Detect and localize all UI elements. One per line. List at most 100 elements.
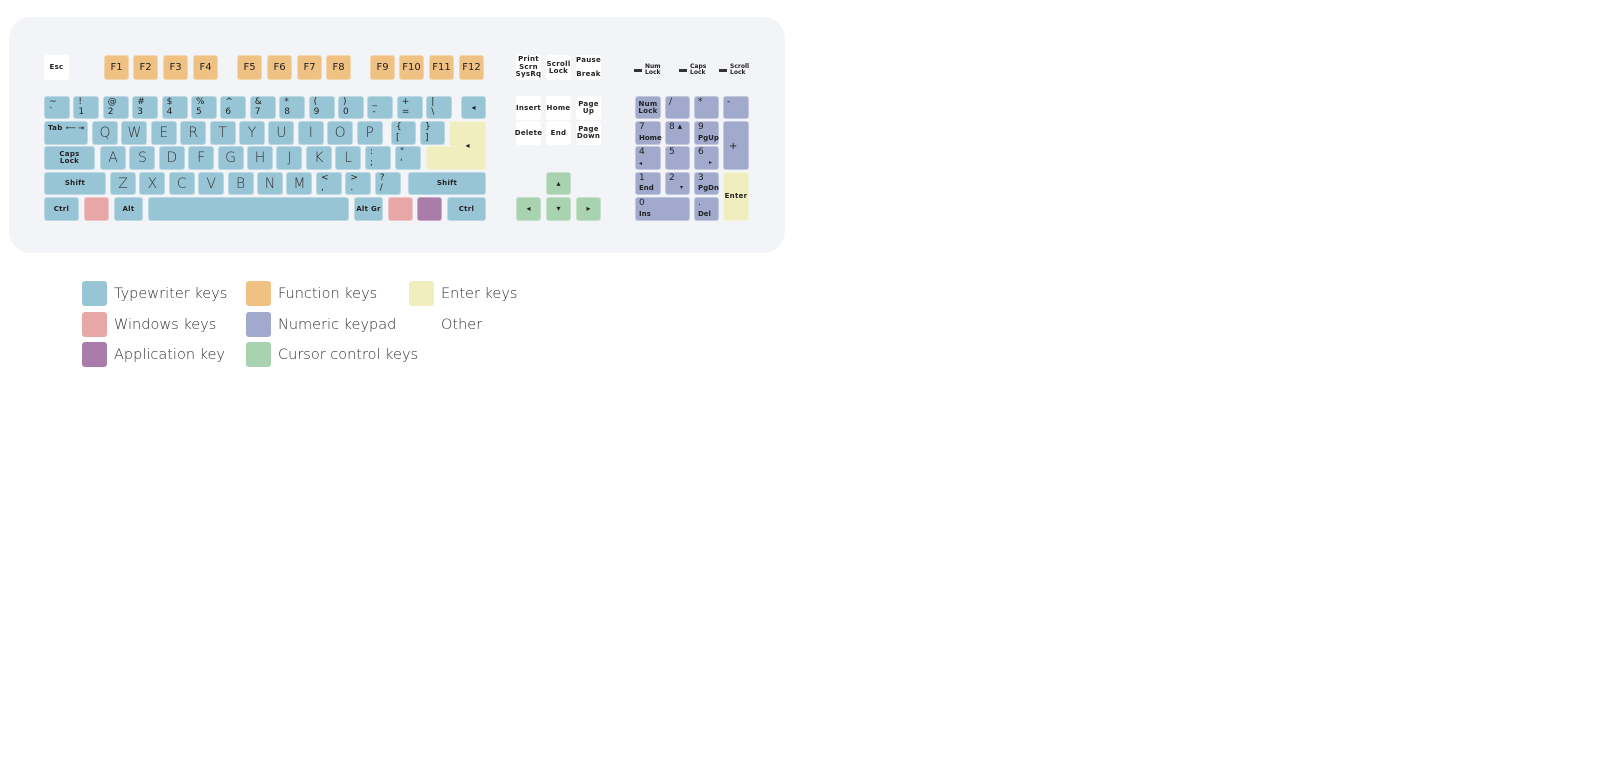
tab-label: Tab bbox=[48, 124, 63, 132]
print-screen-key: Print Scrn SysRq bbox=[516, 55, 541, 80]
numpad-key-top-label: 8 ▴ bbox=[669, 122, 683, 132]
pause-key: Pause Break bbox=[576, 55, 601, 80]
letter-key: W bbox=[121, 121, 148, 145]
punct-key-bottom-label: , bbox=[321, 183, 324, 193]
enter-key-label: ◂ bbox=[465, 140, 470, 150]
numpad-divide-key-label: / bbox=[669, 97, 673, 107]
numpad-decimal-key-bottom-label: Del bbox=[698, 210, 711, 218]
letter-key: Z bbox=[110, 172, 136, 195]
letter-key: Y bbox=[239, 121, 265, 145]
legend-item: Windows keys bbox=[82, 312, 216, 337]
letter-key: J bbox=[276, 146, 303, 170]
letter-key: D bbox=[158, 146, 185, 170]
num-lock-key-label: Num Lock bbox=[638, 99, 658, 115]
number-row-key-top-label: * bbox=[284, 97, 289, 107]
legend-label: Application key bbox=[114, 346, 226, 363]
number-row-key-bottom-label: 2 bbox=[107, 107, 114, 117]
legend-item: Typewriter keys bbox=[82, 281, 227, 306]
numpad-key-top-label: 9 bbox=[698, 122, 704, 132]
number-row-key-bottom-label: ` bbox=[49, 107, 54, 117]
function-key-f9: F9 bbox=[370, 55, 395, 80]
delete-key: Delete bbox=[514, 121, 543, 145]
alt-gr-key: Alt Gr bbox=[354, 197, 383, 221]
letter-key: O bbox=[327, 121, 354, 145]
legend-label: Cursor control keys bbox=[278, 346, 419, 363]
letter-key: I bbox=[297, 121, 324, 145]
number-row-key-top-label: & bbox=[254, 97, 262, 107]
legend-swatch bbox=[82, 281, 107, 306]
letter-key-label: R bbox=[188, 125, 199, 141]
number-row-key-top-label: _ bbox=[372, 97, 377, 107]
letter-key: L bbox=[335, 146, 362, 170]
end-key: End bbox=[546, 121, 571, 145]
function-key-f10-label: F10 bbox=[402, 61, 421, 73]
function-key-f1-label: F1 bbox=[110, 61, 123, 73]
page-down-key-label: Page Down bbox=[576, 125, 601, 140]
function-key-f5: F5 bbox=[237, 55, 262, 80]
punct-key-top-label: < bbox=[321, 173, 329, 183]
left-alt-key-label: Alt bbox=[122, 204, 135, 213]
numpad-key-top-label: 4 bbox=[639, 147, 645, 157]
letter-key: M bbox=[286, 172, 313, 195]
bracket-key-top-label: } bbox=[425, 122, 431, 132]
numpad-key-top-label: 2 bbox=[669, 173, 675, 183]
left-ctrl-key: Ctrl bbox=[44, 197, 79, 221]
numpad-key-top-label: 3 bbox=[698, 173, 704, 183]
numpad-key: 6▸ bbox=[694, 146, 719, 170]
letter-key-label: D bbox=[166, 150, 178, 166]
arrow-down-key: ▾ bbox=[546, 197, 571, 221]
scroll-lock-key-label: Scroll Lock bbox=[546, 59, 571, 75]
bracket-key: {[ bbox=[391, 121, 416, 145]
letter-key: Q bbox=[92, 121, 118, 145]
letter-key-label: F bbox=[197, 150, 206, 166]
numpad-decimal-key: .Del bbox=[694, 197, 719, 221]
punct-key-top-label: : bbox=[370, 147, 374, 157]
number-row-key: += bbox=[396, 96, 423, 119]
number-row-key: ^6 bbox=[220, 96, 247, 119]
letter-key: V bbox=[198, 172, 225, 195]
letter-key: H bbox=[247, 146, 273, 170]
bracket-key-top-label: { bbox=[396, 122, 402, 132]
number-row-key-bottom-label: - bbox=[372, 107, 376, 117]
bracket-key: }] bbox=[420, 121, 445, 145]
letter-key-label: K bbox=[314, 150, 324, 166]
number-row-key-bottom-label: 3 bbox=[137, 107, 143, 117]
page-down-key: Page Down bbox=[576, 121, 601, 145]
letter-key-label: L bbox=[344, 150, 353, 166]
arrow-left-key: ◂ bbox=[516, 197, 541, 221]
letter-key: X bbox=[139, 172, 166, 195]
punct-key-top-label: > bbox=[350, 173, 358, 183]
numpad-minus-key: - bbox=[723, 96, 749, 119]
caps-lock-key: Caps Lock bbox=[44, 146, 95, 170]
function-key-f11: F11 bbox=[429, 55, 454, 80]
number-row-key: )0 bbox=[338, 96, 364, 119]
numpad-key-top-label: 1 bbox=[639, 173, 645, 183]
delete-key-label: Delete bbox=[514, 128, 543, 137]
led-light-icon bbox=[634, 68, 642, 72]
tab-arrow-icon: ⟵ ⇥ bbox=[65, 124, 84, 132]
letter-key-label: E bbox=[159, 125, 169, 141]
led-indicator: Caps Lock bbox=[679, 63, 706, 77]
arrow-down-key-label: ▾ bbox=[556, 204, 561, 213]
punct-key: >. bbox=[345, 172, 372, 195]
led-label: Num Lock bbox=[645, 63, 661, 77]
letter-key: A bbox=[100, 146, 126, 170]
numpad-key-bottom-label: PgUp bbox=[698, 134, 719, 142]
numpad-key-bottom-label: Home bbox=[639, 134, 662, 142]
number-row-key-bottom-label: 0 bbox=[343, 107, 349, 117]
function-key-f10: F10 bbox=[399, 55, 424, 80]
function-key-f4: F4 bbox=[193, 55, 218, 80]
punct-key-bottom-label: / bbox=[379, 183, 383, 193]
left-windows-key bbox=[84, 197, 109, 221]
enter-key-lower bbox=[426, 146, 456, 170]
numpad-key: 4◂ bbox=[635, 146, 661, 170]
letter-key-label: B bbox=[236, 175, 246, 192]
left-shift-key-label: Shift bbox=[64, 179, 86, 187]
number-row-key-bottom-label: 9 bbox=[313, 107, 320, 117]
letter-key-label: X bbox=[147, 175, 158, 192]
function-key-f3-label: F3 bbox=[169, 61, 182, 73]
function-key-f7-label: F7 bbox=[303, 61, 316, 73]
number-row-key-top-label: ~ bbox=[49, 97, 57, 107]
letter-key-label: T bbox=[218, 125, 227, 141]
